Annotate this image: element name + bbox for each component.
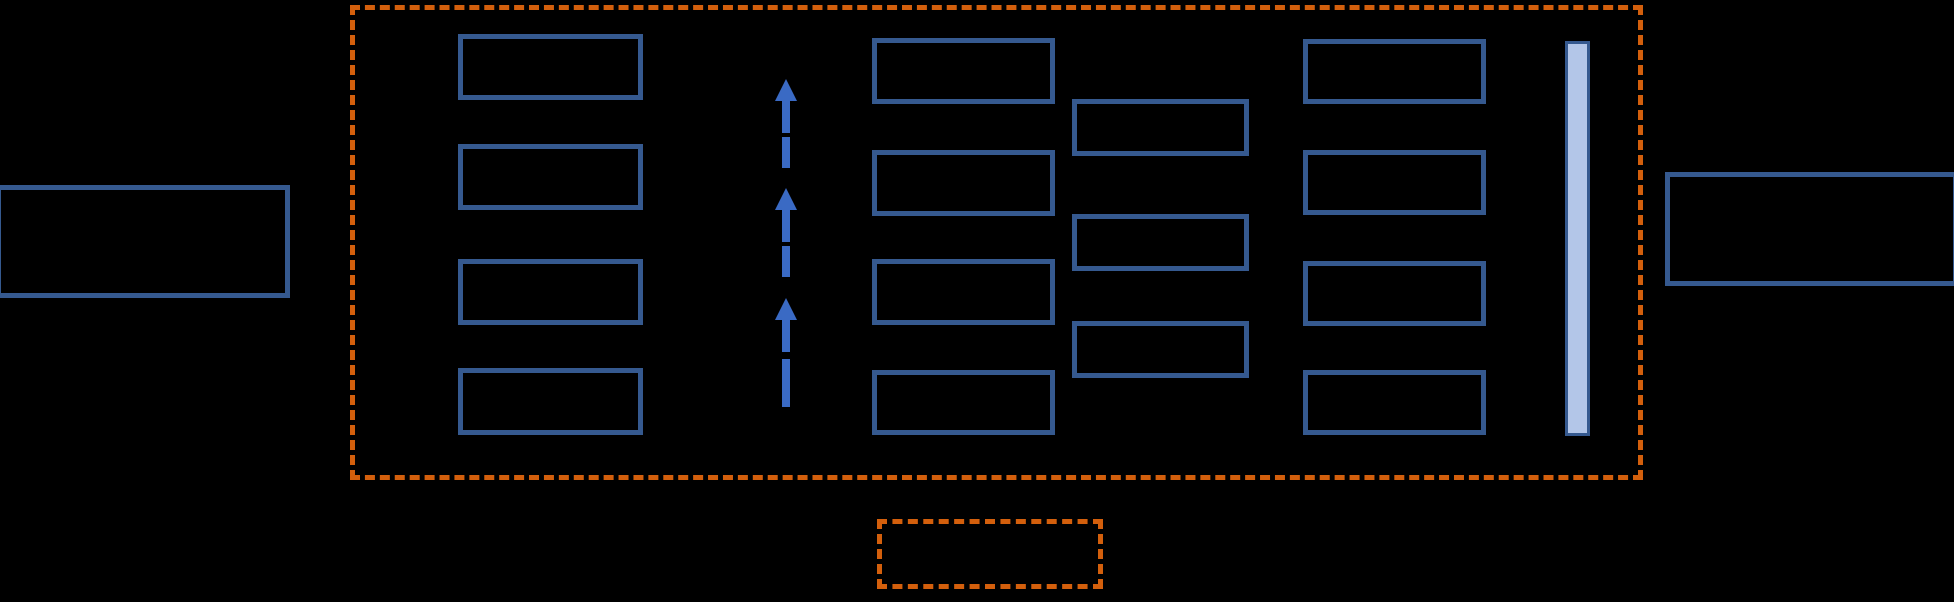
node-col4-1[interactable] [1303,39,1486,104]
node-col1-3[interactable] [458,259,643,325]
node-col4-4[interactable] [1303,370,1486,435]
node-col3-1[interactable] [1072,99,1249,156]
node-col3-2[interactable] [1072,214,1249,271]
node-col4-3[interactable] [1303,261,1486,326]
arrow-up-3 [775,298,797,407]
node-right-external[interactable] [1665,172,1954,286]
node-col4-2[interactable] [1303,150,1486,215]
node-col2-3[interactable] [872,259,1055,325]
group-bottom[interactable] [877,519,1103,589]
node-left-external[interactable] [0,185,290,298]
arrow-up-2 [775,188,797,277]
vertical-bar[interactable] [1565,41,1590,436]
node-col1-4[interactable] [458,368,643,435]
node-col1-1[interactable] [458,34,643,100]
node-col2-4[interactable] [872,370,1055,435]
node-col3-3[interactable] [1072,321,1249,378]
arrow-up-1 [775,79,797,168]
node-col1-2[interactable] [458,144,643,210]
node-col2-1[interactable] [872,38,1055,104]
node-col2-2[interactable] [872,150,1055,216]
group-main[interactable] [350,5,1643,480]
